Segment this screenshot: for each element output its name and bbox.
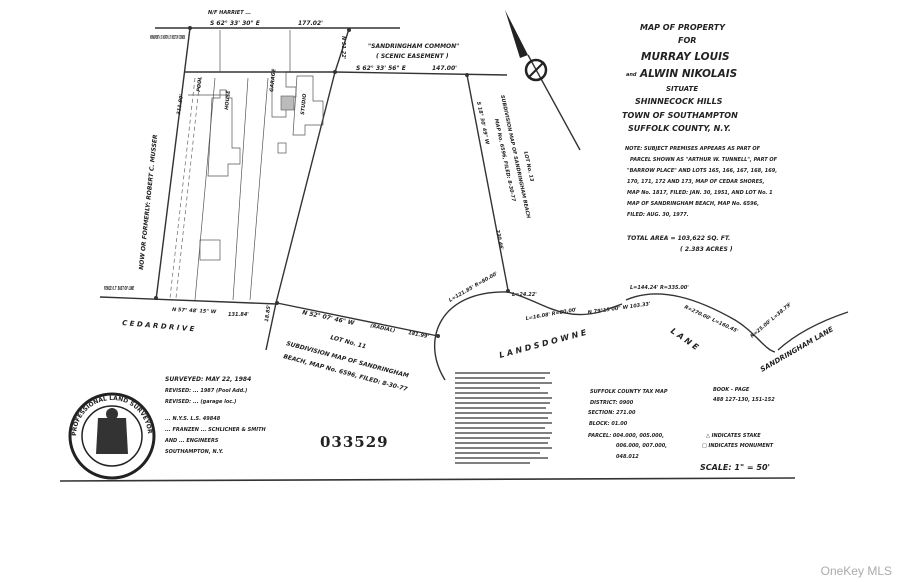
distance-label: 230.46' [494,229,504,251]
lot-13-label: LOT No. 13 [522,151,534,183]
county: SUFFOLK COUNTY, N.Y. [628,124,731,133]
surveyor-seal-icon: PROFESSIONAL LAND SURVEYOR [68,392,156,480]
bearing-label: N 57° 48' 15" W [172,307,217,315]
parcel: 048.012 [616,454,639,460]
adjoining-owner-west: NOW OR FORMERLY: ROBERT C. MUSSER [138,134,159,270]
radial-label: (RADIAL) [370,323,396,334]
landsdowne-label: L A N D S D O W N E [498,328,588,360]
curve-label: L=121.85' R=80.00' [448,271,499,304]
adjoining-owner-top: N/F HARRIET ... [208,10,251,16]
fence-note: FENCE 0.7' EAST OF LINE [104,286,134,292]
distance-label: 147.00' [432,65,457,72]
surveyor-block: SURVEYED: MAY 22, 1984 REVISED: ... 1987… [164,376,266,455]
bottom-border [59,477,796,482]
scale: SCALE: 1" = 50' [700,463,770,472]
distance-label: 181.99' [408,330,430,340]
curve-label: L=144.24' R=335.00' [630,285,689,291]
title-line1: MAP OF PROPERTY [640,23,726,32]
certification-note [455,372,552,464]
curve-label: R=270.00' L=160.45' [683,304,739,334]
parcel: 006.000, 007.000, [616,443,667,449]
property-boundary [99,27,509,351]
block: BLOCK: 01.00 [589,421,628,427]
garage-label: GARAGE [269,68,277,92]
parcel: PARCEL: 004.000, 005.000, [588,433,664,439]
title-line2: FOR [678,36,696,45]
bearing-label: N 52° 07' 46" W [302,309,356,327]
book-page-label: BOOK - PAGE [713,387,750,393]
sandringham-common: "SANDRINGHAM COMMON" [368,43,459,50]
total-acres: ( 2.383 ACRES ) [680,246,733,253]
note-line: MAP OF SANDRINGHAM BEACH, MAP No. 6596, [627,201,759,207]
owner2: ALWIN NIKOLAIS [639,68,737,80]
distance-label: 18.85' [264,304,272,322]
lane-label: L A N E [669,326,701,352]
buildings [199,71,324,261]
driveway-lines [169,77,269,301]
revised-date: REVISED: ... 1987 (Pool Add.) [165,388,247,394]
firm: ... FRANZEN ... SCHLICHER & SMITH [165,427,266,433]
monument-markers [154,26,510,338]
distance-label: 131.84' [228,312,249,318]
and-text: and [626,72,637,78]
bearing-label: S 62° 33' 56" E [356,65,407,72]
lot-13-labels: LOT No. 13 SUBDIVISION MAP OF SANDRINGHA… [493,95,535,220]
note-line: 170, 171, 172 AND 173, MAP OF CEDAR SHOR… [627,179,765,185]
curve-label: L=24.22' [512,292,537,298]
note-block: NOTE: SUBJECT PREMISES APPEARS AS PART O… [625,146,778,253]
north-arrow-icon [505,10,581,151]
surveyed-date: SURVEYED: MAY 22, 1984 [165,376,251,383]
onekey-mls-watermark: OneKey MLS [820,564,892,578]
curve-label: R=25.00' L=38.79' [749,301,793,339]
garage-footprint [271,71,297,118]
studio-label: STUDIO [300,93,308,116]
section: SECTION: 271.00 [588,410,636,416]
document-number: 033529 [320,433,389,451]
legend-monument: □ INDICATES MONUMENT [702,443,774,449]
scenic-easement: ( SCENIC EASEMENT ) [376,53,449,60]
legend-stake: △ INDICATES STAKE [706,433,761,439]
firm: SOUTHAMPTON, N.Y. [165,449,224,455]
shed-footprint [277,142,287,154]
distance-label: 311.90' [176,93,185,115]
house-label: HOUSE [224,90,232,111]
cedar-drive-label: C E D A R D R I V E [122,319,195,333]
total-area: TOTAL AREA = 103,622 SQ. FT. [627,235,730,242]
tax-map-block: SUFFOLK COUNTY TAX MAP DISTRICT: 0900 SE… [588,387,775,472]
note-line: "BARROW PLACE" AND LOTS 165, 166, 167, 1… [627,168,777,174]
tax-map-heading: SUFFOLK COUNTY TAX MAP [590,389,668,395]
distance-label: 177.02' [298,20,323,27]
note-line: FILED: AUG. 30, 1977. [627,212,689,218]
note-line: NOTE: SUBJECT PREMISES APPEARS AS PART O… [625,146,761,152]
firm: AND ... ENGINEERS [164,438,219,444]
outbuilding-footprint [199,239,221,261]
pool-hatch [280,95,295,111]
tangent-label: N 79°15'00" W 103.33' [587,301,651,316]
book-page-value: 488 127-130, 151-152 [713,397,775,403]
district: DISTRICT: 0900 [590,400,634,406]
bearing-label: S 62° 33' 30" E [210,20,261,27]
bearing-label: S 18° 30' 49" W [475,101,490,145]
license: ... N.Y.S. L.S. 49848 [165,416,221,422]
lot-11-label: LOT No. 11 [329,334,366,350]
revised-date: REVISED: ... (garage loc.) [165,399,236,405]
town: TOWN OF SOUTHAMPTON [622,111,738,120]
pool-label: POOL [196,76,204,92]
monument-note: MONUMENT 4.5' NORTH 0.3' WEST OF CORNER [150,35,185,41]
locality: SHINNECOCK HILLS [635,97,723,106]
title-block: MAP OF PROPERTY FOR MURRAY LOUIS and ALW… [622,23,738,133]
studio-footprint [292,75,324,136]
owner1: MURRAY LOUIS [641,51,730,63]
note-line: MAP No. 1817, FILED: JAN. 30, 1951, AND … [627,190,773,196]
situate: SITUATE [666,85,698,93]
note-line: PARCEL SHOWN AS "ARTHUR W. TUNNELL", PAR… [630,157,778,163]
bearing-label: N 51.22' [340,36,346,60]
house-footprint [207,89,241,177]
